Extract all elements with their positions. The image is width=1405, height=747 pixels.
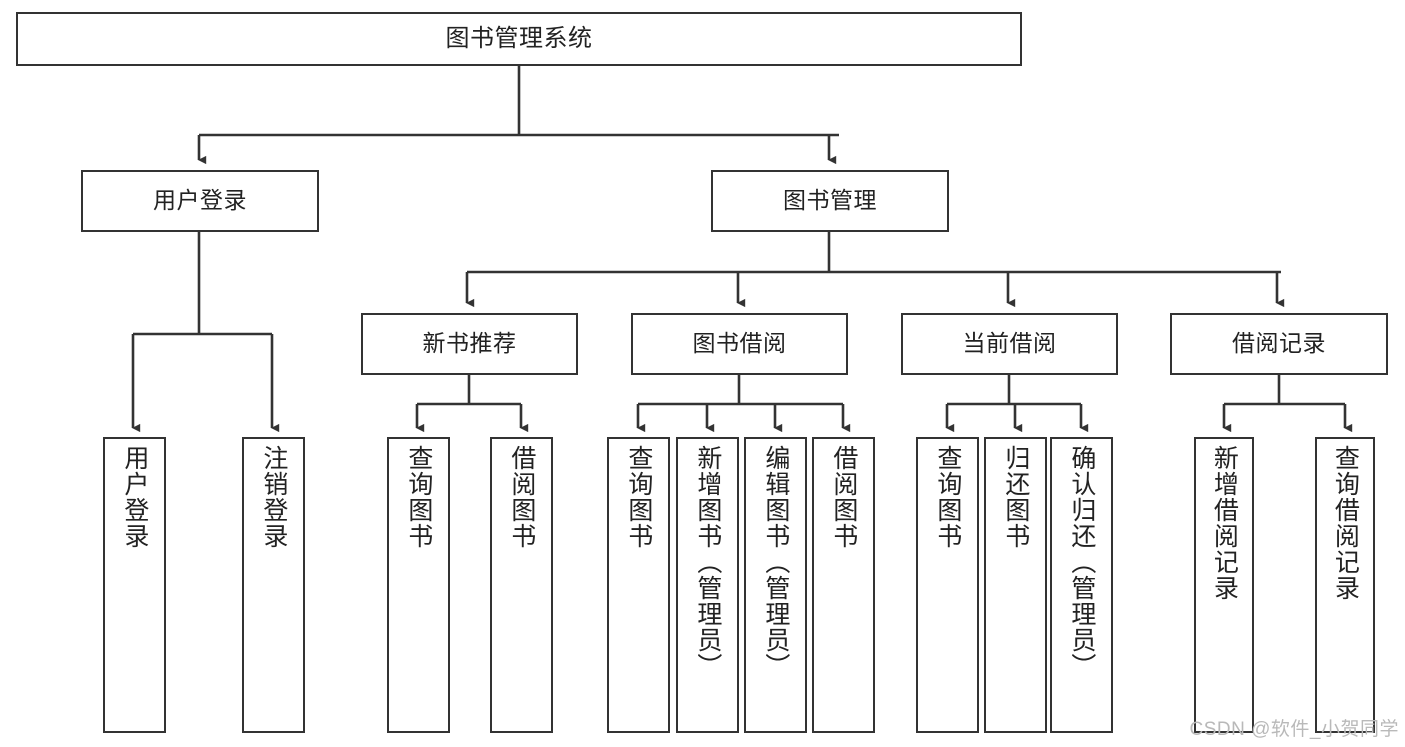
node-label: 确认归还（管理员） (1067, 445, 1096, 679)
leaf-current-return-book[interactable]: 归还图书 (984, 437, 1047, 733)
leaf-borrow-edit-book-admin[interactable]: 编辑图书（管理员） (744, 437, 807, 733)
leaf-borrow-query-book[interactable]: 查询图书 (607, 437, 670, 733)
node-label: 查询借阅记录 (1331, 445, 1360, 601)
leaf-user-login-logout[interactable]: 注销登录 (242, 437, 305, 733)
node-label: 归还图书 (1001, 445, 1030, 549)
node-label: 借阅记录 (1232, 330, 1326, 357)
node-label: 查询图书 (933, 445, 962, 549)
node-root-system[interactable]: 图书管理系统 (16, 12, 1022, 66)
leaf-current-query-book[interactable]: 查询图书 (916, 437, 979, 733)
node-label: 新增借阅记录 (1210, 445, 1239, 601)
leaf-record-add-record[interactable]: 新增借阅记录 (1194, 437, 1254, 733)
node-current-borrow[interactable]: 当前借阅 (901, 313, 1118, 375)
node-label: 当前借阅 (962, 330, 1057, 357)
node-label: 用户登录 (153, 187, 247, 214)
leaf-new-book-query[interactable]: 查询图书 (387, 437, 450, 733)
node-label: 用户登录 (120, 445, 149, 549)
node-borrow-record[interactable]: 借阅记录 (1170, 313, 1388, 375)
node-user-login[interactable]: 用户登录 (81, 170, 319, 232)
node-label: 图书管理系统 (445, 24, 593, 52)
node-book-management[interactable]: 图书管理 (711, 170, 949, 232)
leaf-borrow-add-book-admin[interactable]: 新增图书（管理员） (676, 437, 739, 733)
csdn-watermark: CSDN @软件_小贺同学 (1189, 719, 1399, 740)
node-label: 查询图书 (404, 445, 433, 549)
leaf-new-book-borrow[interactable]: 借阅图书 (490, 437, 553, 733)
node-label: 借阅图书 (829, 445, 858, 549)
node-label: 编辑图书（管理员） (761, 445, 790, 679)
node-label: 图书借阅 (692, 330, 787, 357)
leaf-user-login-login[interactable]: 用户登录 (103, 437, 166, 733)
leaf-current-confirm-return-admin[interactable]: 确认归还（管理员） (1050, 437, 1113, 733)
leaf-record-query-record[interactable]: 查询借阅记录 (1315, 437, 1375, 733)
leaf-borrow-borrow-book[interactable]: 借阅图书 (812, 437, 875, 733)
node-label: 注销登录 (259, 445, 288, 549)
node-label: 图书管理 (783, 187, 877, 214)
node-book-borrow[interactable]: 图书借阅 (631, 313, 848, 375)
node-new-book-recommend[interactable]: 新书推荐 (361, 313, 578, 375)
node-label: 查询图书 (624, 445, 653, 549)
node-label: 借阅图书 (507, 445, 536, 549)
node-label: 新增图书（管理员） (693, 445, 722, 679)
node-label: 新书推荐 (422, 330, 517, 357)
